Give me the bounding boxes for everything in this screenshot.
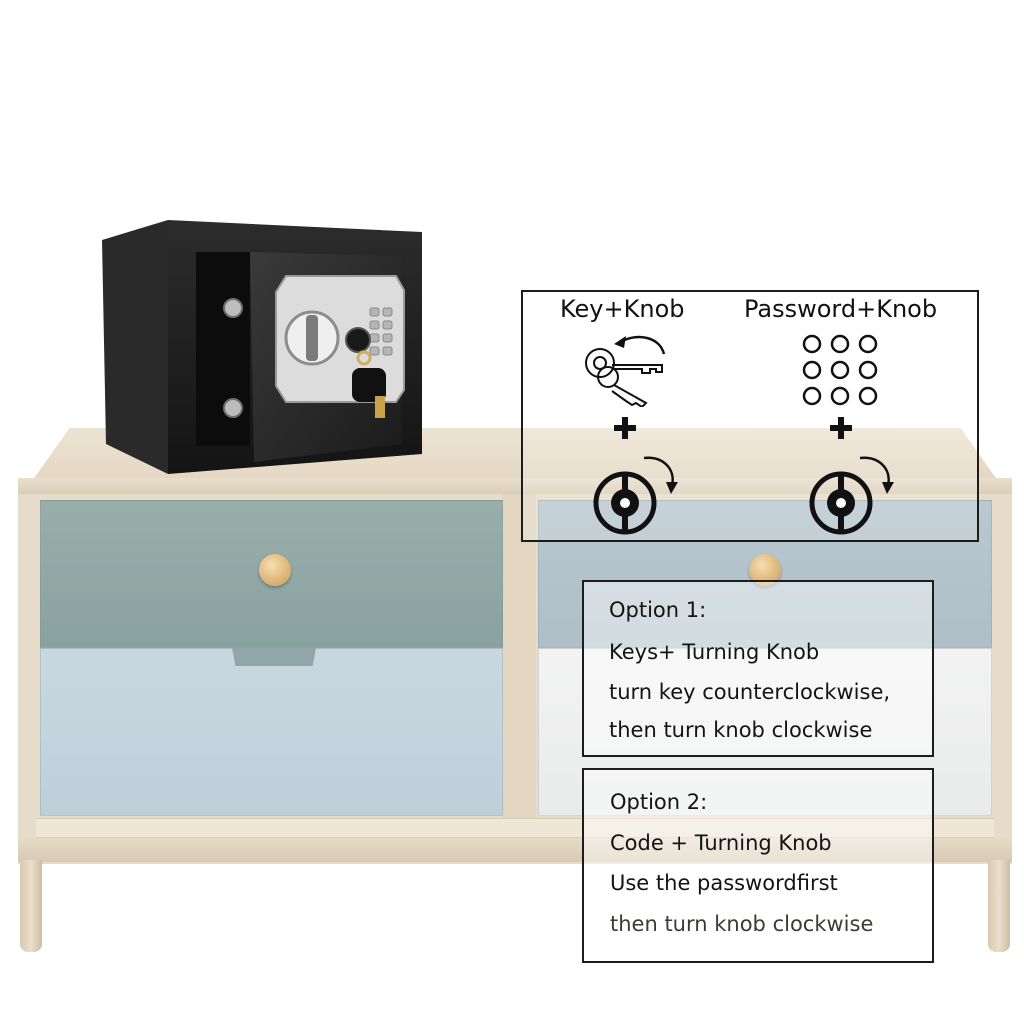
counterclockwise-arrow-icon	[608, 330, 668, 358]
option1-box	[582, 580, 934, 757]
keys-icon	[580, 345, 670, 409]
drawer-knob-left[interactable]	[259, 554, 291, 586]
keypad-icon	[800, 332, 880, 408]
clockwise-arrow-icon	[640, 452, 680, 496]
plus-icon	[828, 415, 854, 441]
cabinet-top-edge	[18, 478, 1012, 496]
option2-line-1: Code + Turning Knob	[610, 831, 832, 855]
option1-line-1: Keys+ Turning Knob	[609, 640, 820, 664]
knob-icon	[808, 470, 874, 536]
option1-line-3: then turn knob clockwise	[609, 718, 873, 742]
cabinet-leg-right	[988, 860, 1010, 952]
plus-icon	[612, 415, 638, 441]
drawer-bottom-left[interactable]	[40, 648, 503, 816]
option1-line-2: turn key counterclockwise,	[609, 680, 891, 704]
unlock-methods-panel	[521, 290, 979, 542]
safe	[100, 218, 425, 480]
option1-heading: Option 1:	[609, 598, 707, 622]
method-title-password-knob: Password+Knob	[744, 295, 938, 323]
drawer-handle-notch[interactable]	[232, 648, 316, 666]
option2-line-3: then turn knob clockwise	[610, 912, 874, 936]
option2-line-2: Use the passwordfirst	[610, 871, 838, 895]
cabinet-shelf	[36, 818, 994, 838]
cabinet-leg-left	[20, 860, 42, 952]
drawer-bottom-right[interactable]	[538, 648, 992, 816]
option2-box	[582, 768, 934, 963]
cabinet-base	[18, 838, 1012, 862]
method-title-key-knob: Key+Knob	[560, 295, 685, 323]
clockwise-arrow-icon	[856, 452, 896, 496]
cabinet-divider	[502, 494, 536, 839]
option2-heading: Option 2:	[610, 790, 708, 814]
knob-icon	[592, 470, 658, 536]
